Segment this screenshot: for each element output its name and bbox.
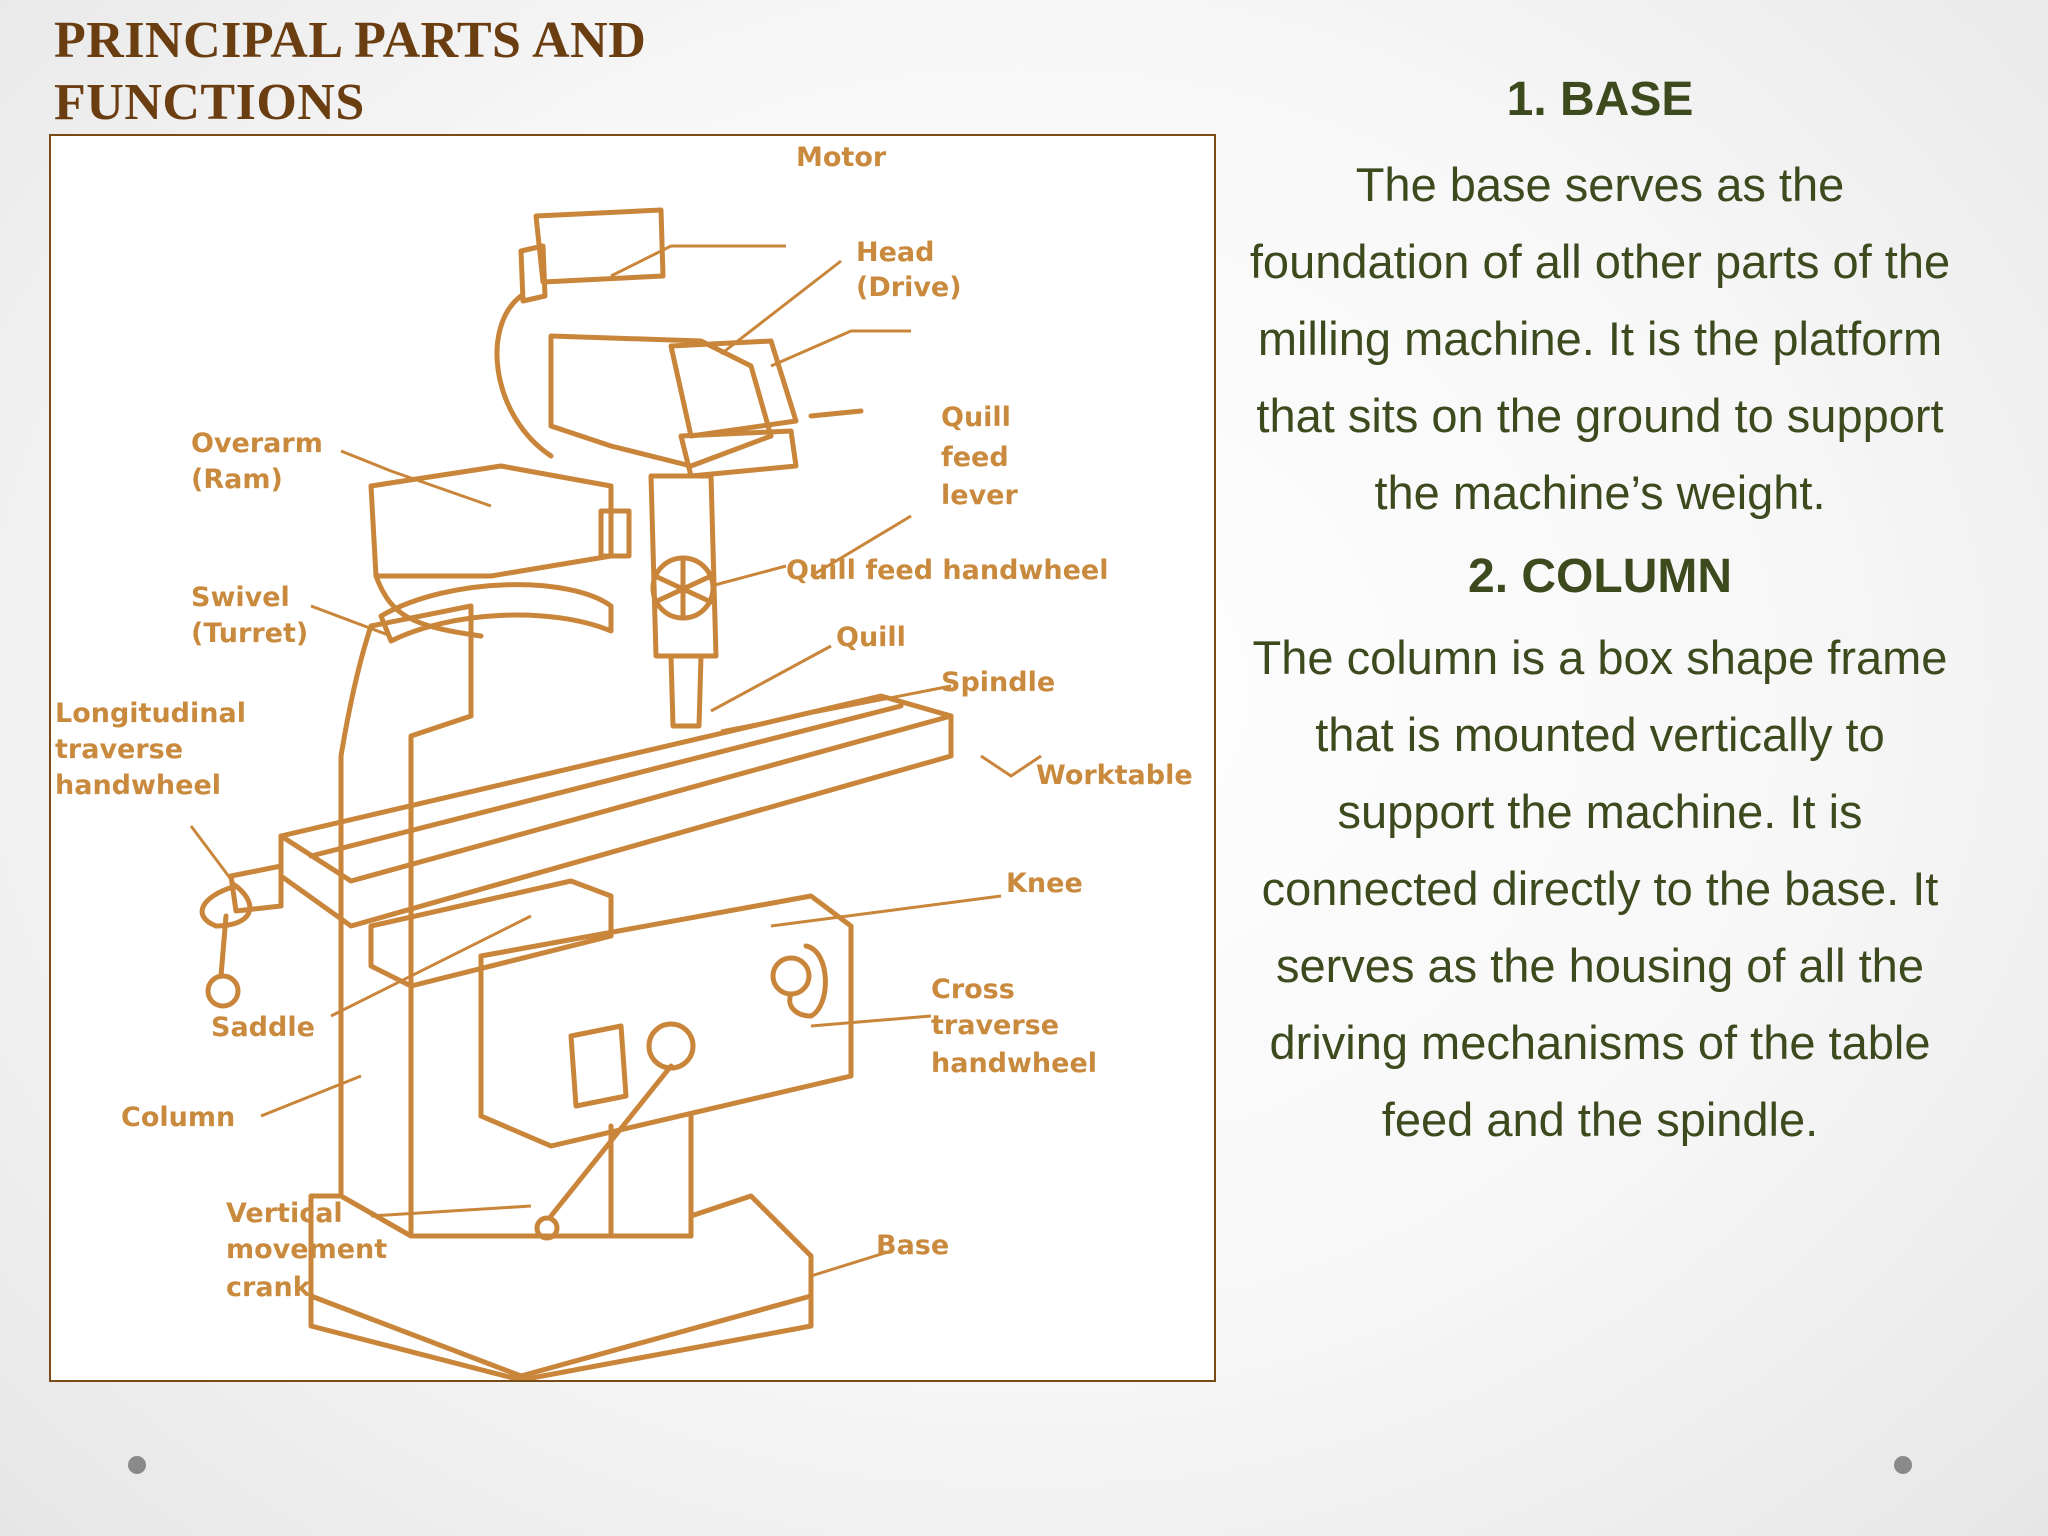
part-labels: Motor Head (Drive) Quill feed lever Over… xyxy=(55,142,1193,1303)
section-body-column: The column is a box shape frame that is … xyxy=(1252,631,1948,1146)
description-column: 1. BASE The base serves as the foundatio… xyxy=(1240,64,1960,1164)
label-spindle: Spindle xyxy=(941,667,1055,698)
label-head-2: (Drive) xyxy=(856,272,962,303)
label-head-1: Head xyxy=(856,237,934,268)
label-cross-3: handwheel xyxy=(931,1048,1097,1079)
next-slide-dot[interactable] xyxy=(1894,1456,1912,1474)
machine-outline xyxy=(199,207,954,1380)
label-vertical-1: Vertical xyxy=(226,1198,343,1229)
label-quill-feed-lever-1: Quill xyxy=(941,402,1011,433)
knee-shape xyxy=(478,893,854,1149)
label-longitudinal-2: traverse xyxy=(55,734,183,765)
overarm-shape xyxy=(368,463,614,579)
label-longitudinal-3: handwheel xyxy=(55,770,221,801)
label-swivel-1: Swivel xyxy=(191,582,290,613)
label-worktable: Worktable xyxy=(1036,760,1193,791)
label-swivel-2: (Turret) xyxy=(191,618,308,649)
motor-shape xyxy=(533,207,666,285)
milling-machine-drawing: Motor Head (Drive) Quill feed lever Over… xyxy=(55,142,1193,1380)
section-body-base: The base serves as the foundation of all… xyxy=(1249,158,1951,519)
section-heading-column: 2. COLUMN xyxy=(1468,550,1732,603)
label-quill-feed-handwheel: Quill feed handwheel xyxy=(786,555,1108,586)
label-vertical-3: crank xyxy=(226,1272,312,1303)
slide-title: PRINCIPAL PARTS AND FUNCTIONS xyxy=(54,12,647,131)
swivel-shape xyxy=(378,582,614,644)
label-overarm-2: (Ram) xyxy=(191,464,283,495)
saddle-shape xyxy=(368,878,614,989)
label-quill-feed-lever-2: feed xyxy=(941,442,1009,473)
label-quill: Quill xyxy=(836,622,906,653)
label-overarm-1: Overarm xyxy=(191,428,323,459)
prev-slide-dot[interactable] xyxy=(128,1456,146,1474)
label-knee: Knee xyxy=(1006,868,1083,899)
milling-machine-diagram: Motor Head (Drive) Quill feed lever Over… xyxy=(49,134,1216,1382)
label-quill-feed-lever-3: lever xyxy=(941,480,1018,511)
label-cross-1: Cross xyxy=(931,974,1015,1005)
section-heading-base: 1. BASE xyxy=(1506,73,1694,126)
label-cross-2: traverse xyxy=(931,1010,1059,1041)
column-shape xyxy=(338,603,474,1239)
head-shape xyxy=(548,333,774,469)
label-saddle: Saddle xyxy=(211,1012,315,1043)
label-column: Column xyxy=(121,1102,235,1133)
base-shape xyxy=(308,1193,814,1379)
label-base: Base xyxy=(876,1230,949,1261)
label-longitudinal-1: Longitudinal xyxy=(55,698,246,729)
label-vertical-2: movement xyxy=(226,1234,387,1265)
leader-lines xyxy=(189,244,1042,1278)
cross-handwheel-shape xyxy=(770,955,812,997)
label-motor: Motor xyxy=(796,142,887,173)
